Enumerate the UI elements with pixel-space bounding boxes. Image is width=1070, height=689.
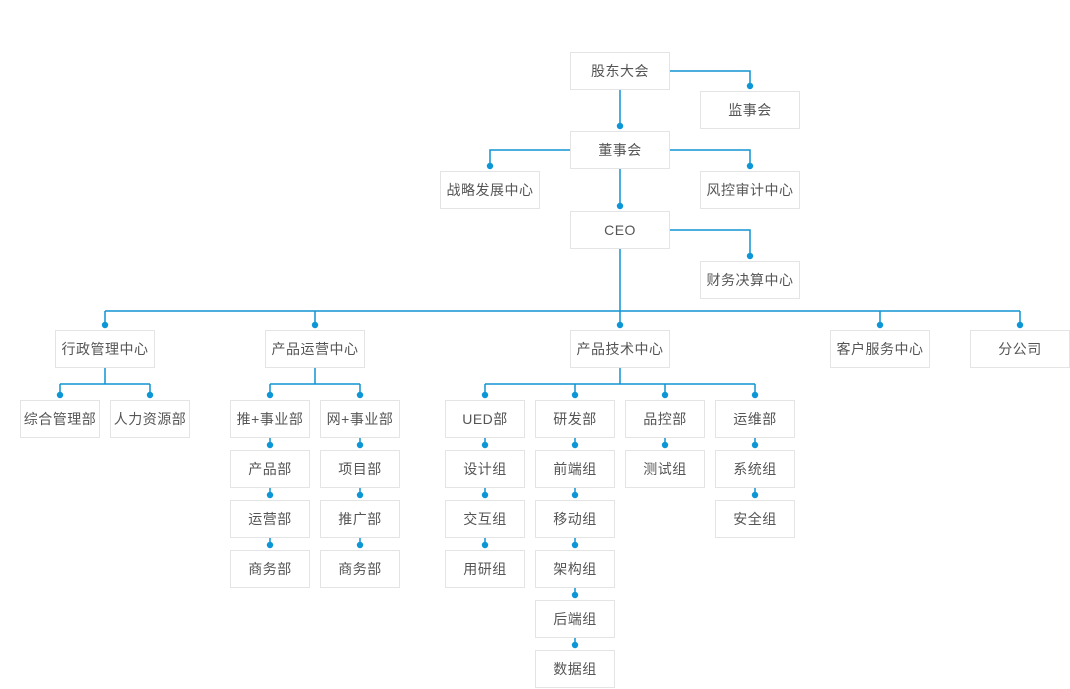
connector-dot: [571, 441, 579, 449]
org-node-wang-plus-division: 网+事业部: [320, 400, 400, 438]
org-node-strategy-development-center: 战略发展中心: [440, 171, 540, 209]
org-node-ued-dept: UED部: [445, 400, 525, 438]
org-node-branch-company: 分公司: [970, 330, 1070, 368]
org-node-ceo: CEO: [570, 211, 670, 249]
org-node-data-group: 数据组: [535, 650, 615, 688]
org-node-shareholders-meeting: 股东大会: [570, 52, 670, 90]
connector-dot: [571, 591, 579, 599]
org-node-finance-settlement-center: 财务决算中心: [700, 261, 800, 299]
org-node-architecture-group: 架构组: [535, 550, 615, 588]
connector-dot: [571, 491, 579, 499]
connector-dot: [481, 391, 489, 399]
connector-dot: [661, 391, 669, 399]
connector-dot: [571, 541, 579, 549]
connector-line: [489, 149, 570, 166]
org-node-customer-service-center: 客户服务中心: [830, 330, 930, 368]
org-node-general-management-dept: 综合管理部: [20, 400, 100, 438]
connector-dot: [146, 391, 154, 399]
connector-dot: [481, 541, 489, 549]
org-node-business-dept-2: 商务部: [320, 550, 400, 588]
connector-dot: [746, 162, 754, 170]
org-node-interaction-group: 交互组: [445, 500, 525, 538]
connector-dot: [616, 202, 624, 210]
org-node-frontend-group: 前端组: [535, 450, 615, 488]
org-node-system-group: 系统组: [715, 450, 795, 488]
org-node-testing-group: 测试组: [625, 450, 705, 488]
connector-dot: [356, 541, 364, 549]
connector-dot: [56, 391, 64, 399]
connector-dot: [616, 321, 624, 329]
connector-dot: [101, 321, 109, 329]
connector-dot: [266, 391, 274, 399]
connector-dot: [751, 391, 759, 399]
connector-dot: [486, 162, 494, 170]
connector-dot: [1016, 321, 1024, 329]
org-node-risk-audit-center: 风控审计中心: [700, 171, 800, 209]
connector-line: [670, 149, 751, 166]
org-node-rd-dept: 研发部: [535, 400, 615, 438]
org-node-admin-management-center: 行政管理中心: [55, 330, 155, 368]
connector-dot: [356, 491, 364, 499]
connector-dot: [746, 252, 754, 260]
connector-dot: [356, 391, 364, 399]
connector-dot: [481, 491, 489, 499]
org-node-human-resources-dept: 人力资源部: [110, 400, 190, 438]
org-node-business-dept-1: 商务部: [230, 550, 310, 588]
connector-dot: [751, 441, 759, 449]
org-node-product-technology-center: 产品技术中心: [570, 330, 670, 368]
connector-dot: [266, 441, 274, 449]
org-node-product-operation-center: 产品运营中心: [265, 330, 365, 368]
org-node-ops-maintenance-dept: 运维部: [715, 400, 795, 438]
org-node-project-dept: 项目部: [320, 450, 400, 488]
org-node-security-group: 安全组: [715, 500, 795, 538]
connector-dot: [266, 491, 274, 499]
org-node-board-of-directors: 董事会: [570, 131, 670, 169]
connector-dot: [266, 541, 274, 549]
connector-line: [670, 70, 751, 86]
org-node-user-research-group: 用研组: [445, 550, 525, 588]
connector-dot: [356, 441, 364, 449]
connector-dot: [876, 321, 884, 329]
org-node-promotion-dept: 推广部: [320, 500, 400, 538]
connector-dot: [746, 82, 754, 90]
connector-dot: [661, 441, 669, 449]
connector-line: [670, 229, 751, 256]
connector-dot: [751, 491, 759, 499]
connector-dot: [311, 321, 319, 329]
connector-dot: [571, 641, 579, 649]
org-node-supervisory-board: 监事会: [700, 91, 800, 129]
connector-dot: [571, 391, 579, 399]
org-node-operation-dept: 运营部: [230, 500, 310, 538]
org-node-design-group: 设计组: [445, 450, 525, 488]
org-node-backend-group: 后端组: [535, 600, 615, 638]
connector-dot: [616, 122, 624, 130]
org-node-quality-control-dept: 品控部: [625, 400, 705, 438]
org-node-product-dept: 产品部: [230, 450, 310, 488]
connector-dot: [481, 441, 489, 449]
org-node-tui-plus-division: 推+事业部: [230, 400, 310, 438]
org-node-mobile-group: 移动组: [535, 500, 615, 538]
